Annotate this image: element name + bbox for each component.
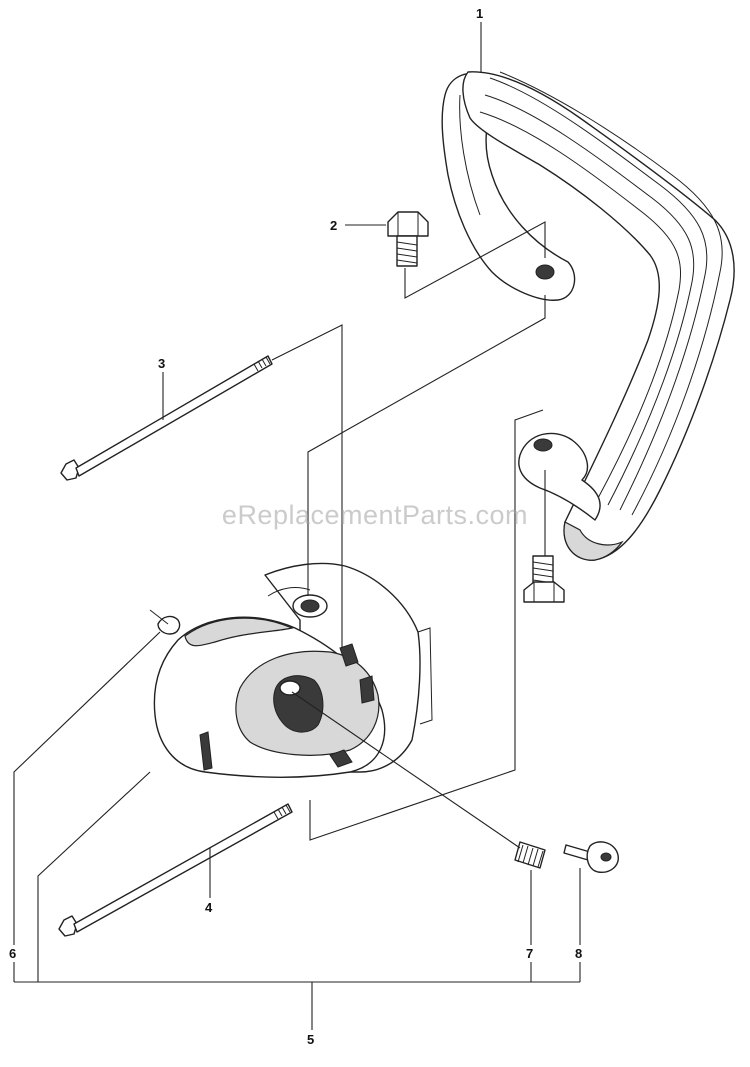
clip-part [149, 609, 181, 635]
alignment-lines [13, 22, 581, 1030]
handle-housing-part [153, 562, 433, 778]
callout-5: 5 [307, 1032, 314, 1047]
spring-part [514, 841, 546, 869]
bolt-upper-part [387, 211, 429, 267]
callout-1: 1 [476, 6, 483, 21]
callout-3: 3 [158, 356, 165, 371]
long-screw-upper-part [60, 355, 273, 481]
callout-7: 7 [526, 946, 533, 961]
callout-6: 6 [9, 946, 16, 961]
front-handle-part [441, 71, 735, 561]
callout-2: 2 [330, 218, 337, 233]
long-screw-lower-part [58, 803, 293, 937]
callout-4: 4 [205, 900, 213, 915]
cap-screw-part [563, 841, 619, 873]
bolt-lower-part [523, 555, 565, 603]
callout-8: 8 [575, 946, 582, 961]
